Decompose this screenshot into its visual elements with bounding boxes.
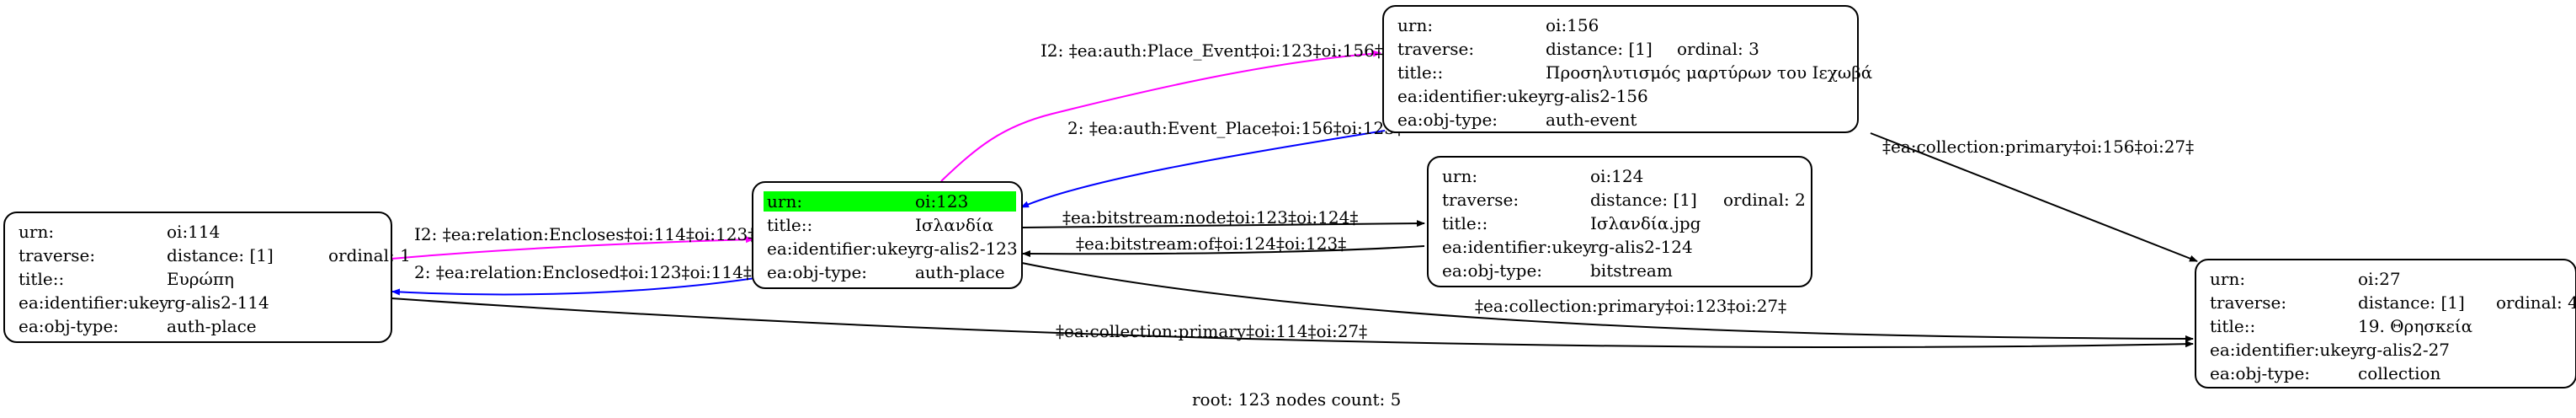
- field-key: title::: [1442, 213, 1488, 233]
- field-value: distance: [1]: [1546, 39, 1653, 59]
- field-value: oi:123: [915, 191, 969, 212]
- field-value: oi:114: [167, 222, 221, 242]
- field-value: rg-alis2-124: [1590, 237, 1693, 257]
- field-key: urn:: [1397, 15, 1434, 35]
- edge-coll-114: [391, 297, 2194, 348]
- field-value: Ισλανδία.jpg: [1590, 213, 1701, 233]
- field-key: urn:: [767, 191, 803, 212]
- field-key: traverse:: [2210, 292, 2287, 313]
- field-key: ea:identifier:ukey: [767, 238, 918, 259]
- field-key: traverse:: [1442, 190, 1520, 210]
- field-value: rg-alis2-123: [915, 238, 1018, 259]
- field-value: rg-alis2-156: [1546, 86, 1648, 106]
- field-value: bitstream: [1590, 260, 1673, 281]
- field-key: title::: [2210, 316, 2256, 336]
- graph-caption: root: 123 nodes count: 5: [1192, 389, 1402, 410]
- edge-bitstream-of: [1022, 245, 1425, 258]
- field-ordinal: ordinal: 2: [1723, 190, 1806, 210]
- edge-label-enclosed: 2: ‡ea:relation:Enclosed‡oi:123‡oi:114‡: [414, 262, 752, 282]
- edge-place-event: [940, 50, 1381, 182]
- field-value: rg-alis2-114: [167, 292, 269, 313]
- field-value: oi:27: [2358, 269, 2401, 289]
- field-key: title::: [767, 215, 813, 235]
- field-value: distance: [1]: [2358, 292, 2465, 313]
- edge-label-bitstream-of: ‡ea:bitstream:of‡oi:124‡oi:123‡: [1076, 233, 1347, 254]
- field-key: ea:identifier:ukey: [1397, 86, 1548, 106]
- node-oi-27[interactable]: urn: oi:27 traverse: distance: [1] ordinal:…: [2195, 259, 2576, 389]
- field-key: traverse:: [1397, 39, 1475, 59]
- edge-coll-156: [1870, 132, 2198, 262]
- edge-bitstream-node: [1021, 220, 1425, 228]
- field-key: urn:: [2210, 269, 2246, 289]
- field-ordinal: ordinal: 4: [2496, 292, 2576, 313]
- field-value: collection: [2358, 363, 2441, 383]
- field-value: oi:156: [1546, 15, 1599, 35]
- field-key: ea:obj-type:: [1442, 260, 1543, 281]
- root-highlight: [764, 191, 1016, 212]
- field-key: title::: [19, 269, 65, 289]
- field-key: ea:obj-type:: [19, 316, 120, 336]
- field-key: title::: [1397, 62, 1444, 83]
- field-ordinal: ordinal: 1: [328, 245, 411, 265]
- field-key: urn:: [1442, 166, 1478, 186]
- field-key: ea:obj-type:: [2210, 363, 2311, 383]
- field-value: rg-alis2-27: [2358, 340, 2451, 360]
- field-key: ea:obj-type:: [1397, 110, 1498, 130]
- field-value: 19. Θρησκεία: [2358, 316, 2473, 336]
- edge-label-coll-114: ‡ea:collection:primary‡oi:114‡oi:27‡: [1056, 321, 1368, 341]
- node-oi-124[interactable]: urn: oi:124 traverse: distance: [1] ordinal…: [1427, 156, 1812, 287]
- edge-label-event-place: 2: ‡ea:auth:Event_Place‡oi:156‡oi:123‡: [1067, 118, 1403, 138]
- edge-label-encloses: I2: ‡ea:relation:Encloses‡oi:114‡oi:123‡: [414, 224, 757, 244]
- field-value: auth-place: [915, 262, 1005, 282]
- edge-label-coll-123: ‡ea:collection:primary‡oi:123‡oi:27‡: [1475, 296, 1787, 316]
- edge-label-coll-156: ‡ea:collection:primary‡oi:156‡oi:27‡: [1882, 137, 2195, 157]
- edge-label-place-event: I2: ‡ea:auth:Place_Event‡oi:123‡oi:156‡: [1041, 40, 1383, 61]
- edge-enclosed: [391, 277, 756, 296]
- field-value: Προσηλυτισμός μαρτύρων του Ιεχωβά: [1546, 62, 1873, 83]
- edge-coll-123: [1021, 262, 2194, 342]
- field-ordinal: ordinal: 3: [1677, 39, 1759, 59]
- field-key: ea:identifier:ukey: [2210, 340, 2360, 360]
- field-value: Ευρώπη: [167, 269, 234, 289]
- edge-encloses: [391, 236, 754, 260]
- node-oi-114[interactable]: urn: oi:114 traverse: distance: [1] ordinal…: [3, 212, 411, 343]
- field-value: distance: [1]: [167, 245, 274, 265]
- field-key: ea:identifier:ukey: [19, 292, 169, 313]
- field-value: auth-event: [1546, 110, 1637, 130]
- edge-event-place: [1020, 130, 1386, 208]
- field-value: auth-place: [167, 316, 257, 336]
- field-key: urn:: [19, 222, 55, 242]
- field-key: ea:identifier:ukey: [1442, 237, 1593, 257]
- field-value: Ισλανδία: [915, 215, 994, 235]
- field-key: ea:obj-type:: [767, 262, 868, 282]
- node-oi-156[interactable]: urn: oi:156 traverse: distance: [1] ordinal…: [1382, 5, 1872, 133]
- field-key: traverse:: [19, 245, 96, 265]
- field-value: distance: [1]: [1590, 190, 1697, 210]
- edge-label-bitstream-node: ‡ea:bitstream:node‡oi:123‡oi:124‡: [1062, 207, 1359, 228]
- field-value: oi:124: [1590, 166, 1644, 186]
- node-oi-123-root[interactable]: urn: oi:123 title::Ισλανδία ea:identifier…: [752, 181, 1023, 289]
